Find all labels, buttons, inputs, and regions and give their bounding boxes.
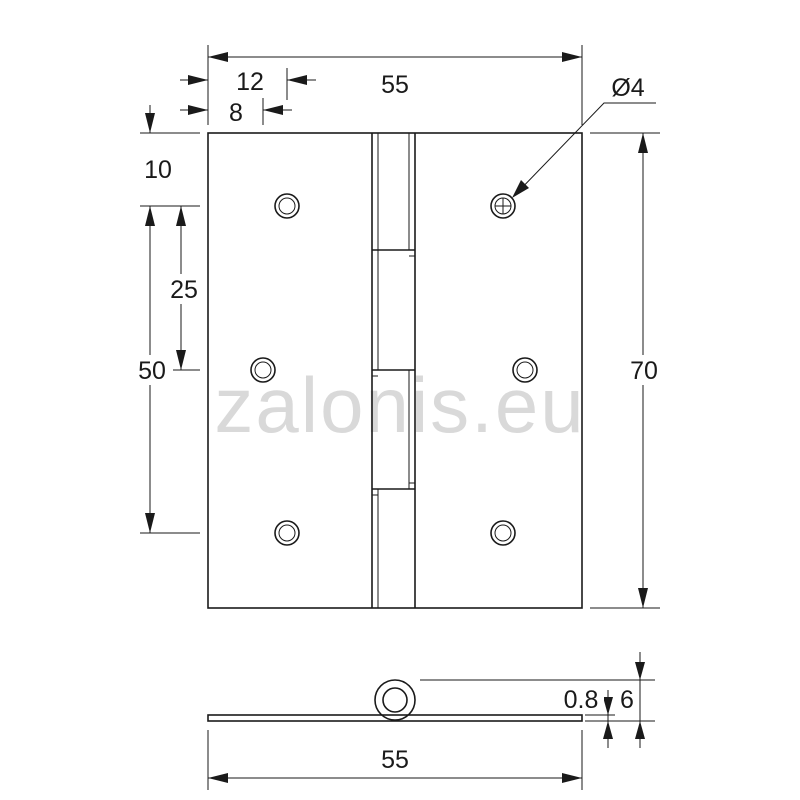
screw-hole-left-top-inner bbox=[278, 197, 296, 215]
screw-hole-right-mid-inner bbox=[516, 361, 534, 379]
dim-thickness: 0.8 6 bbox=[420, 652, 655, 748]
knuckle-top-inner bbox=[377, 133, 410, 250]
screw-hole-right-mid bbox=[512, 357, 538, 383]
hinge-plate-outline bbox=[207, 132, 583, 609]
screw-hole-left-mid bbox=[250, 357, 276, 383]
arrow-head bbox=[145, 206, 155, 226]
dim-label-12: 12 bbox=[236, 68, 264, 96]
dim-hole-spacing-50: 50 bbox=[133, 206, 200, 534]
arrow-head bbox=[145, 113, 155, 133]
arrow-head bbox=[145, 513, 155, 533]
screw-holes bbox=[250, 193, 538, 546]
dim-width-bottom: 55 bbox=[207, 730, 583, 790]
arrow-head bbox=[287, 75, 307, 85]
dim-top-margin-10: 10 bbox=[140, 105, 200, 207]
dim-height-70: 70 bbox=[590, 132, 664, 609]
screw-hole-right-top bbox=[490, 193, 516, 219]
dim-label-10: 10 bbox=[144, 156, 172, 184]
arrow-head bbox=[635, 662, 645, 680]
arrow-head bbox=[562, 773, 582, 783]
hole-center-cross bbox=[495, 198, 511, 214]
arrow-head bbox=[603, 721, 613, 739]
dim-label-55-top: 55 bbox=[381, 71, 409, 99]
watermark-text: zalonis.eu bbox=[214, 361, 585, 449]
dim-label-70: 70 bbox=[630, 357, 658, 385]
dim-label-25: 25 bbox=[170, 276, 198, 304]
arrow-head bbox=[638, 588, 648, 608]
dim-label-0-8: 0.8 bbox=[564, 686, 599, 714]
label-backdrop bbox=[558, 684, 604, 714]
arrow-head bbox=[208, 773, 228, 783]
screw-hole-right-bottom-inner bbox=[494, 524, 512, 542]
dim-hole-offset-12: 12 bbox=[180, 68, 316, 100]
dim-hole-diameter: Ø4 bbox=[512, 74, 656, 198]
arrow-head bbox=[188, 75, 208, 85]
dim-width-top: 55 bbox=[207, 45, 583, 125]
screw-hole-left-mid-inner bbox=[254, 361, 272, 379]
screw-hole-right-bottom bbox=[490, 520, 516, 546]
knuckle-step-details bbox=[372, 255, 415, 496]
arrow-head bbox=[188, 105, 208, 115]
screw-hole-left-bottom bbox=[274, 520, 300, 546]
arrow-head bbox=[176, 206, 186, 226]
hinge-front-view bbox=[207, 132, 583, 609]
screw-hole-left-top bbox=[274, 193, 300, 219]
arrow-head bbox=[603, 697, 613, 715]
dim-label-8: 8 bbox=[229, 99, 243, 127]
dim-hole-spacing-25: 25 bbox=[163, 206, 203, 371]
arrow-head bbox=[635, 721, 645, 739]
arrow-head bbox=[208, 52, 228, 62]
dim-label-6: 6 bbox=[620, 686, 634, 714]
arrow-head bbox=[176, 350, 186, 370]
hinge-side-view bbox=[207, 679, 583, 722]
dim-hole-offset-8: 8 bbox=[180, 98, 292, 127]
dim-label-55-bottom: 55 bbox=[381, 746, 409, 774]
arrow-head bbox=[512, 180, 529, 198]
label-backdrop bbox=[614, 684, 638, 714]
screw-hole-left-bottom-inner bbox=[278, 524, 296, 542]
arrow-head bbox=[638, 133, 648, 153]
knuckle-outer-circle bbox=[374, 679, 416, 721]
hinge-side-plate bbox=[207, 714, 583, 722]
label-backdrop bbox=[163, 274, 203, 304]
arrow-head bbox=[263, 105, 283, 115]
label-backdrop bbox=[622, 355, 664, 385]
knuckle-joints bbox=[372, 249, 415, 490]
label-backdrop bbox=[133, 355, 173, 385]
arrow-head bbox=[562, 52, 582, 62]
dim-label-50: 50 bbox=[138, 357, 166, 385]
knuckle-inner-circle bbox=[382, 687, 408, 713]
dim-label-diameter: Ø4 bbox=[611, 74, 644, 102]
